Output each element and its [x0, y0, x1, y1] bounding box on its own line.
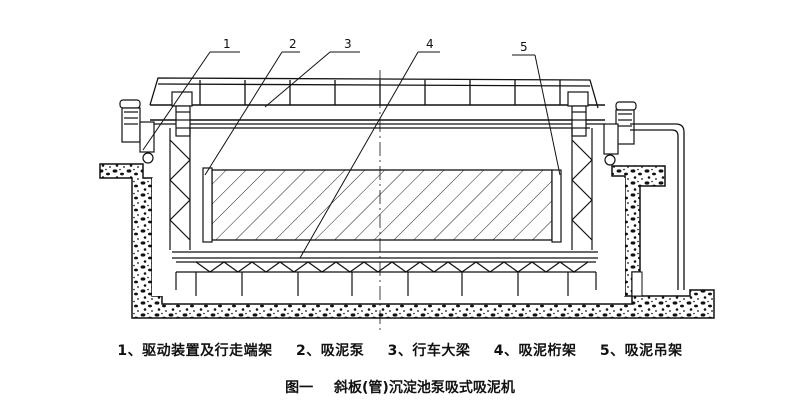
suction-truss: [172, 251, 598, 296]
sedimentation-tank-diagram: 1 2 3 4 5: [99, 37, 715, 330]
end-frames: [169, 128, 593, 250]
right-suction-pump: [551, 169, 562, 243]
legend: 1、驱动装置及行走端架 2、吸泥泵 3、行车大梁 4、吸泥桁架 5、吸泥吊架: [0, 340, 800, 360]
bridge-structure: [149, 77, 605, 129]
callout-number-1: 1: [223, 37, 231, 51]
callout-leaders: [142, 51, 561, 259]
upper-rail: [149, 77, 599, 109]
right-wall-block: [631, 271, 643, 297]
figure-title: 斜板(管)沉淀池泵吸式吸泥机: [334, 380, 515, 396]
discharge-pipe: [630, 123, 685, 290]
left-suction-pump: [202, 167, 213, 243]
right-drive-unit: [567, 91, 637, 166]
legend-item-1: 1、驱动装置及行走端架: [117, 343, 273, 359]
figure-caption: 图一 斜板(管)沉淀池泵吸式吸泥机: [0, 377, 800, 397]
callout-number-5: 5: [520, 40, 528, 54]
left-drive-unit: [119, 91, 193, 164]
inclined-plate-block: [211, 169, 553, 241]
callout-number-4: 4: [426, 37, 434, 51]
legend-item-3: 3、行车大梁: [387, 343, 471, 359]
legend-item-2: 2、吸泥泵: [296, 343, 365, 359]
callout-number-2: 2: [289, 37, 297, 51]
legend-item-5: 5、吸泥吊架: [599, 343, 683, 359]
legend-item-4: 4、吸泥桁架: [493, 343, 577, 359]
callout-number-3: 3: [344, 37, 352, 51]
figure-number: 图一: [285, 380, 314, 396]
